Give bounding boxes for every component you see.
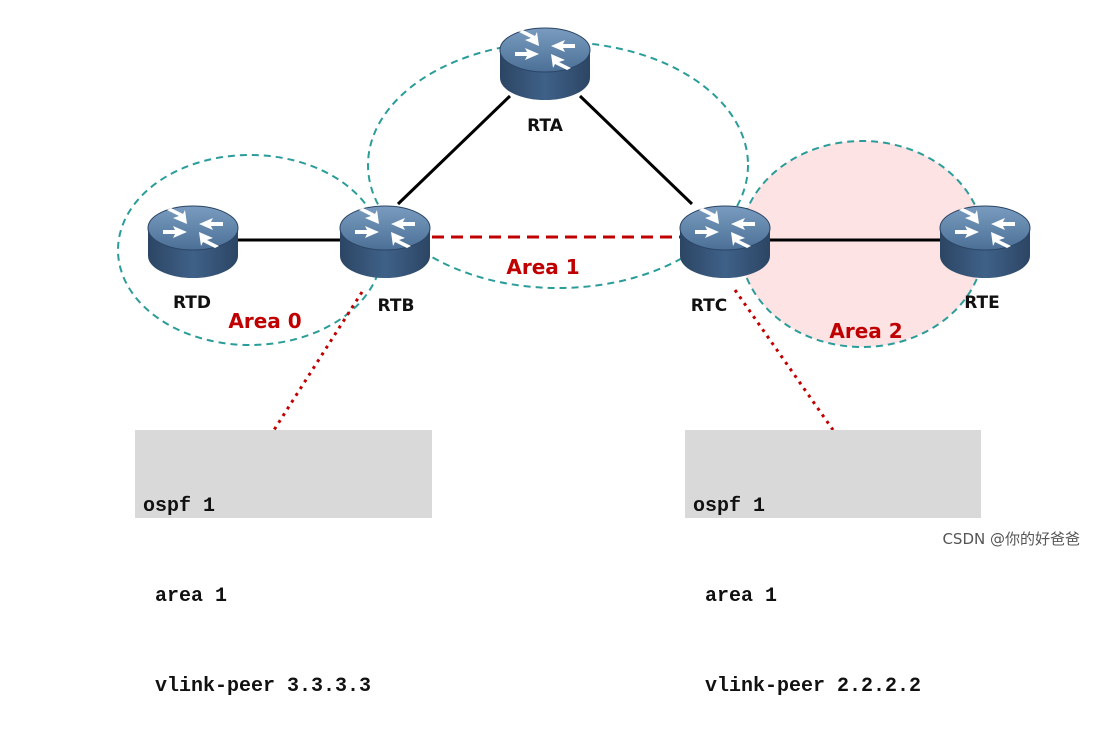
config-line: ospf 1 — [693, 495, 766, 518]
area-label-2: Area 2 — [829, 319, 902, 343]
config-line: ospf 1 — [143, 495, 216, 518]
watermark: CSDN @你的好爸爸 — [942, 530, 1080, 548]
config-box-rtb: ospf 1 area 1 vlink-peer 3.3.3.3 — [135, 430, 432, 698]
router-icon — [939, 205, 1031, 279]
router-icon — [499, 27, 591, 101]
router-label-rta: RTA — [527, 116, 564, 136]
router-icon — [147, 205, 239, 279]
router-label-rtd: RTD — [173, 293, 211, 313]
config-line: vlink-peer 3.3.3.3 — [143, 675, 372, 698]
network-diagram: RTA RTD RTB RTC RTE Area 0 Area 1 Area 2 — [117, 27, 1031, 431]
area-label-0: Area 0 — [228, 309, 301, 333]
router-icon — [679, 205, 771, 279]
area-label-1: Area 1 — [506, 255, 579, 279]
link-rtb-rta — [396, 94, 512, 206]
config-line: area 1 — [693, 585, 778, 608]
router-icon — [339, 205, 431, 279]
callout-line-rtb — [272, 291, 364, 431]
config-line: vlink-peer 2.2.2.2 — [693, 675, 922, 698]
link-rta-rtc — [578, 94, 694, 206]
config-box-rtc: ospf 1 area 1 vlink-peer 2.2.2.2 — [685, 430, 981, 698]
router-label-rte: RTE — [964, 293, 1000, 313]
config-line: area 1 — [143, 585, 228, 608]
router-label-rtb: RTB — [378, 296, 415, 316]
router-label-rtc: RTC — [691, 296, 727, 316]
